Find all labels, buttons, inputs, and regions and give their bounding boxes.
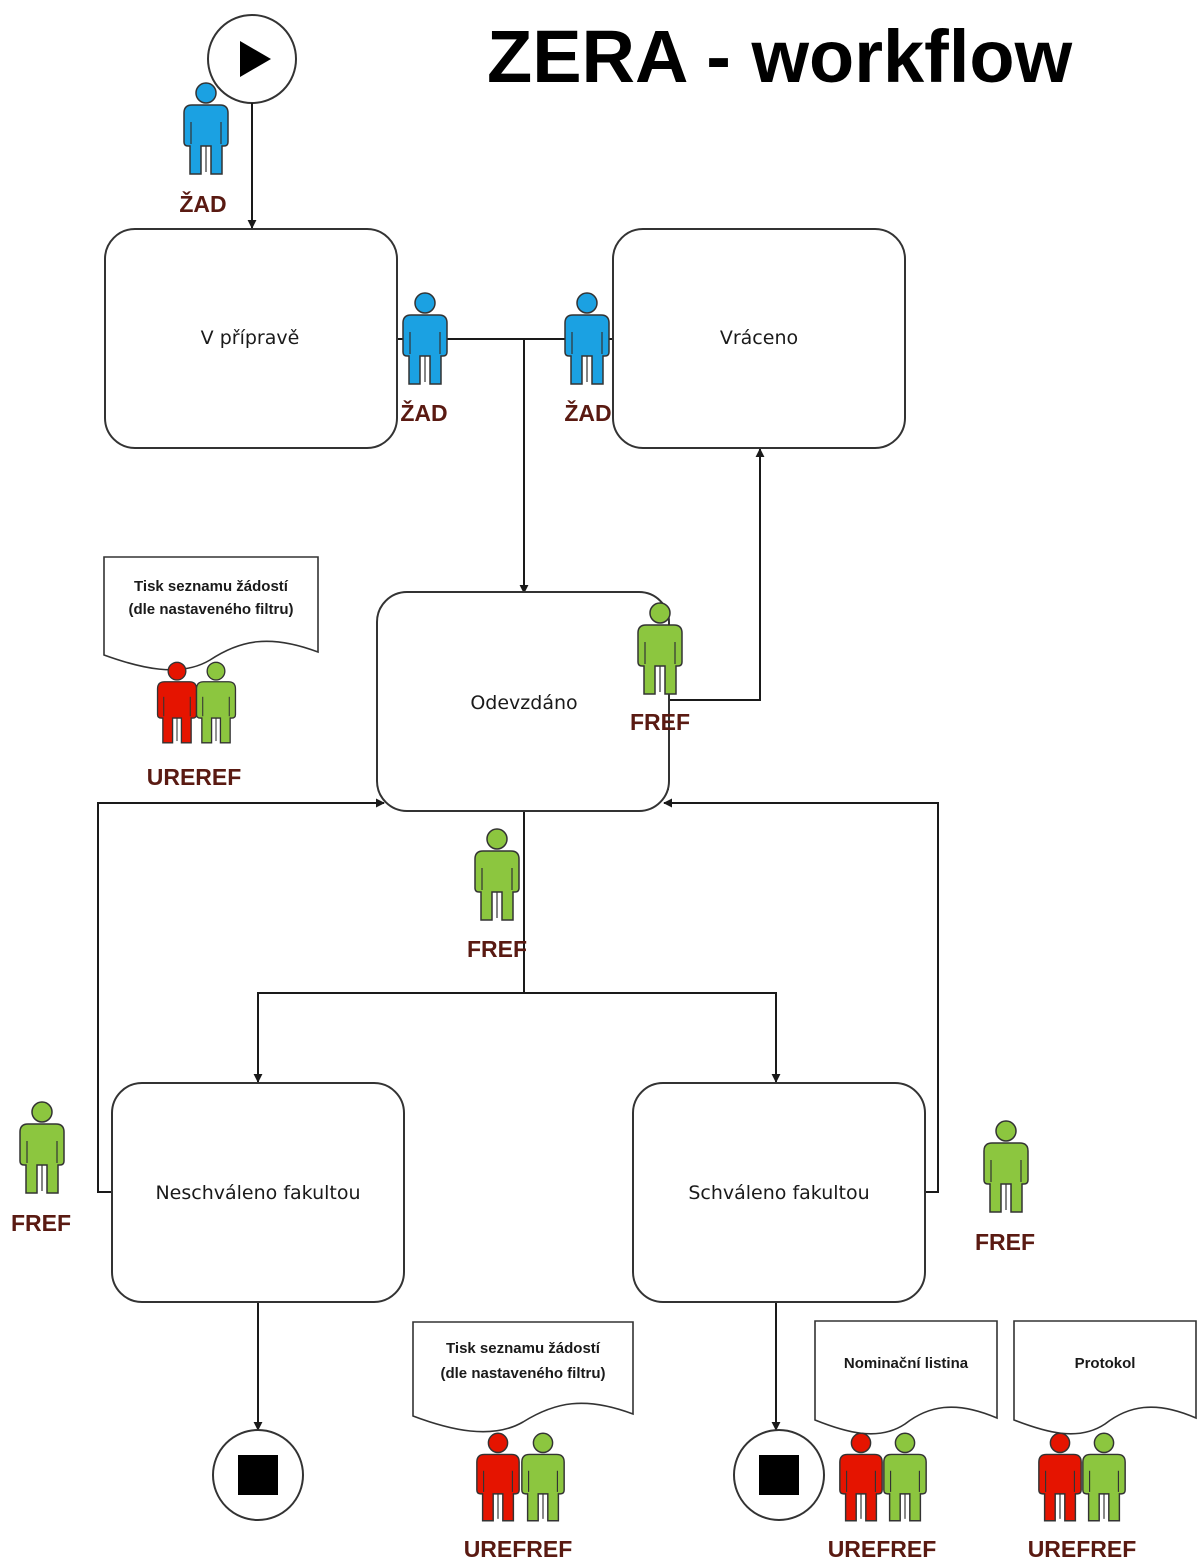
document-label: Nominační listina	[844, 1355, 969, 1372]
actor-uref-fref-nominacni: UREFREF	[828, 1432, 937, 1562]
role-label: FREF	[11, 1210, 71, 1236]
actor-zad-vraceno: ŽAD	[564, 292, 612, 426]
diagram-title: ZERA - workflow	[487, 15, 1073, 98]
arrow-to-schvaleno	[524, 992, 781, 1083]
document-label: Protokol	[1075, 1355, 1136, 1372]
role-label: UREFREF	[828, 1536, 937, 1562]
role-label: UREFREF	[464, 1536, 573, 1562]
state-odevzdano: Odevzdáno	[376, 591, 670, 812]
document-tisk-mid: Tisk seznamu žádostí (dle nastaveného fi…	[412, 1321, 634, 1433]
person-icon	[564, 292, 610, 385]
arrow-neschvaleno-back	[97, 798, 385, 1193]
state-label: Neschváleno fakultou	[155, 1182, 360, 1204]
role-label: UREREF	[147, 764, 242, 790]
person-icon	[883, 1432, 927, 1522]
end-event-neschvaleno	[212, 1429, 304, 1521]
role-label: ŽAD	[400, 399, 447, 426]
role-label: UREFREF	[1028, 1536, 1137, 1562]
person-icon	[195, 661, 237, 744]
document-label: Tisk seznamu žádostí	[134, 578, 289, 595]
actor-zad-start: ŽAD	[179, 82, 229, 217]
role-label: FREF	[467, 936, 527, 962]
person-icon	[1038, 1432, 1082, 1522]
document-label: Tisk seznamu žádostí	[446, 1340, 601, 1357]
state-vraceno: Vráceno	[612, 228, 906, 449]
person-icon	[474, 828, 520, 921]
document-tisk-top: Tisk seznamu žádostí (dle nastaveného fi…	[103, 556, 319, 671]
document-protokol: Protokol	[1013, 1320, 1197, 1435]
state-label: V přípravě	[201, 327, 300, 349]
start-event	[207, 14, 297, 104]
stop-icon	[759, 1455, 799, 1495]
document-label: (dle nastaveného filtru)	[128, 601, 293, 618]
person-icon	[402, 292, 448, 385]
state-label: Schváleno fakultou	[688, 1182, 869, 1204]
person-icon	[476, 1432, 520, 1522]
actor-fref-left: FREF	[11, 1101, 71, 1236]
arrow-to-neschvaleno	[253, 812, 525, 1083]
person-icon	[183, 82, 229, 175]
person-icon	[839, 1432, 883, 1522]
state-label: Vráceno	[720, 327, 798, 349]
actor-uref-fref-protokol: UREFREF	[1028, 1432, 1137, 1562]
role-label: FREF	[975, 1229, 1035, 1255]
arrow-schvaleno-back	[663, 798, 939, 1193]
state-priprave: V přípravě	[104, 228, 398, 449]
state-label: Odevzdáno	[470, 692, 577, 714]
role-label: ŽAD	[564, 399, 611, 426]
actor-zad-priprave: ŽAD	[400, 292, 448, 426]
person-icon	[156, 661, 198, 744]
document-label: (dle nastaveného filtru)	[440, 1365, 605, 1382]
stop-icon	[238, 1455, 278, 1495]
state-schvaleno: Schváleno fakultou	[632, 1082, 926, 1303]
actor-fref-right: FREF	[975, 1120, 1035, 1255]
end-event-schvaleno	[733, 1429, 825, 1521]
actor-uref-fref-mid: UREFREF	[464, 1432, 573, 1562]
arrow-odevzdano-to-vraceno	[666, 448, 765, 701]
state-neschvaleno: Neschváleno fakultou	[111, 1082, 405, 1303]
person-icon	[19, 1101, 65, 1194]
person-icon	[521, 1432, 565, 1522]
actor-uref-fref-top: UREREF	[147, 661, 242, 790]
actor-fref-return: FREF	[630, 602, 690, 735]
role-label: ŽAD	[179, 190, 226, 217]
person-icon	[983, 1120, 1029, 1213]
role-label: FREF	[630, 709, 690, 735]
actor-fref-decide: FREF	[467, 828, 527, 962]
play-icon	[240, 41, 271, 77]
person-icon	[1082, 1432, 1126, 1522]
document-nominacni-listina: Nominační listina	[814, 1320, 998, 1435]
